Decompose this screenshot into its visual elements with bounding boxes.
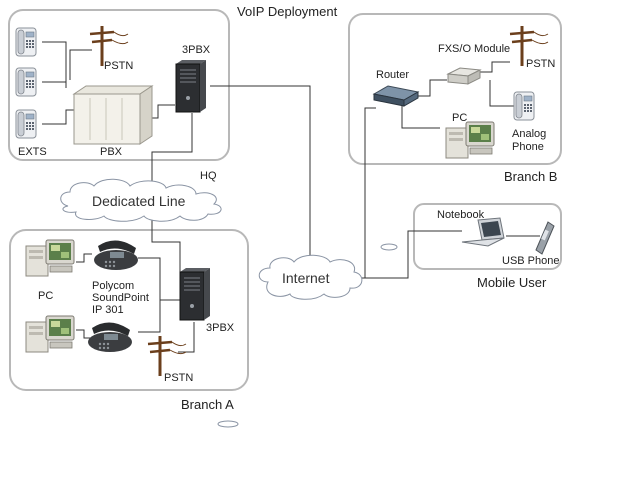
polycom-label-line3: IP 301 xyxy=(92,304,124,316)
hq-pbx-label: PBX xyxy=(100,146,123,158)
usb-phone-label: USB Phone xyxy=(502,255,560,267)
small-cloud xyxy=(380,243,398,251)
hq-exts-label: EXTS xyxy=(18,146,47,158)
dedicated-line-label: Dedicated Line xyxy=(92,193,186,209)
notebook-label: Notebook xyxy=(437,209,485,221)
pc-icon xyxy=(445,121,495,159)
pc-icon xyxy=(25,239,75,277)
pbx-cabinet-icon xyxy=(72,85,154,145)
analog-phone-label-line1: Analog xyxy=(512,128,547,140)
analog-phone-label-line2: Phone xyxy=(512,141,544,153)
branch-b-site-label: Branch B xyxy=(504,169,558,184)
internet-cloud xyxy=(258,254,363,300)
utility-pole-icon xyxy=(146,334,188,378)
desk-phone-icon xyxy=(15,67,37,97)
branch-b-box xyxy=(348,13,562,165)
branch-b-pstn-label: PSTN xyxy=(526,58,556,70)
router-label: Router xyxy=(376,69,410,81)
polycom-label-line1: Polycom xyxy=(92,280,135,292)
internet-label: Internet xyxy=(282,270,330,286)
branch-a-pc-label: PC xyxy=(38,290,54,302)
branch-a-site-label: Branch A xyxy=(181,397,234,412)
fxso-module-icon xyxy=(446,67,482,85)
hq-pstn-label: PSTN xyxy=(104,60,134,72)
small-cloud xyxy=(217,420,239,428)
ip-pbx-server-icon xyxy=(175,59,207,113)
hq-ippbx-label: 3PBX xyxy=(182,44,211,56)
hq-box xyxy=(8,9,230,161)
pc-icon xyxy=(25,315,75,353)
branch-a-box xyxy=(9,229,249,391)
fxso-module-label: FXS/O Module xyxy=(438,43,511,55)
branch-b-pc-label: PC xyxy=(452,112,468,124)
desk-phone-icon xyxy=(15,27,37,57)
polycom-phone-icon xyxy=(88,322,132,352)
diagram-title: VoIP Deployment xyxy=(237,4,338,19)
mobile-user-site-label: Mobile User xyxy=(477,275,547,290)
branch-a-ippbx-label: 3PBX xyxy=(206,322,235,334)
polycom-phone-icon xyxy=(94,240,138,270)
router-icon xyxy=(372,85,420,107)
usb-phone-icon xyxy=(535,221,555,255)
hq-site-label: HQ xyxy=(200,170,217,182)
ip-pbx-server-icon xyxy=(179,267,211,321)
notebook-icon xyxy=(461,217,505,247)
dedicated-line-cloud xyxy=(60,178,222,222)
analog-phone-icon xyxy=(513,91,535,121)
desk-phone-icon xyxy=(15,109,37,139)
branch-a-pstn-label: PSTN xyxy=(164,372,194,384)
mobile-user-box xyxy=(413,203,562,270)
polycom-label-line2: SoundPoint xyxy=(92,292,149,304)
